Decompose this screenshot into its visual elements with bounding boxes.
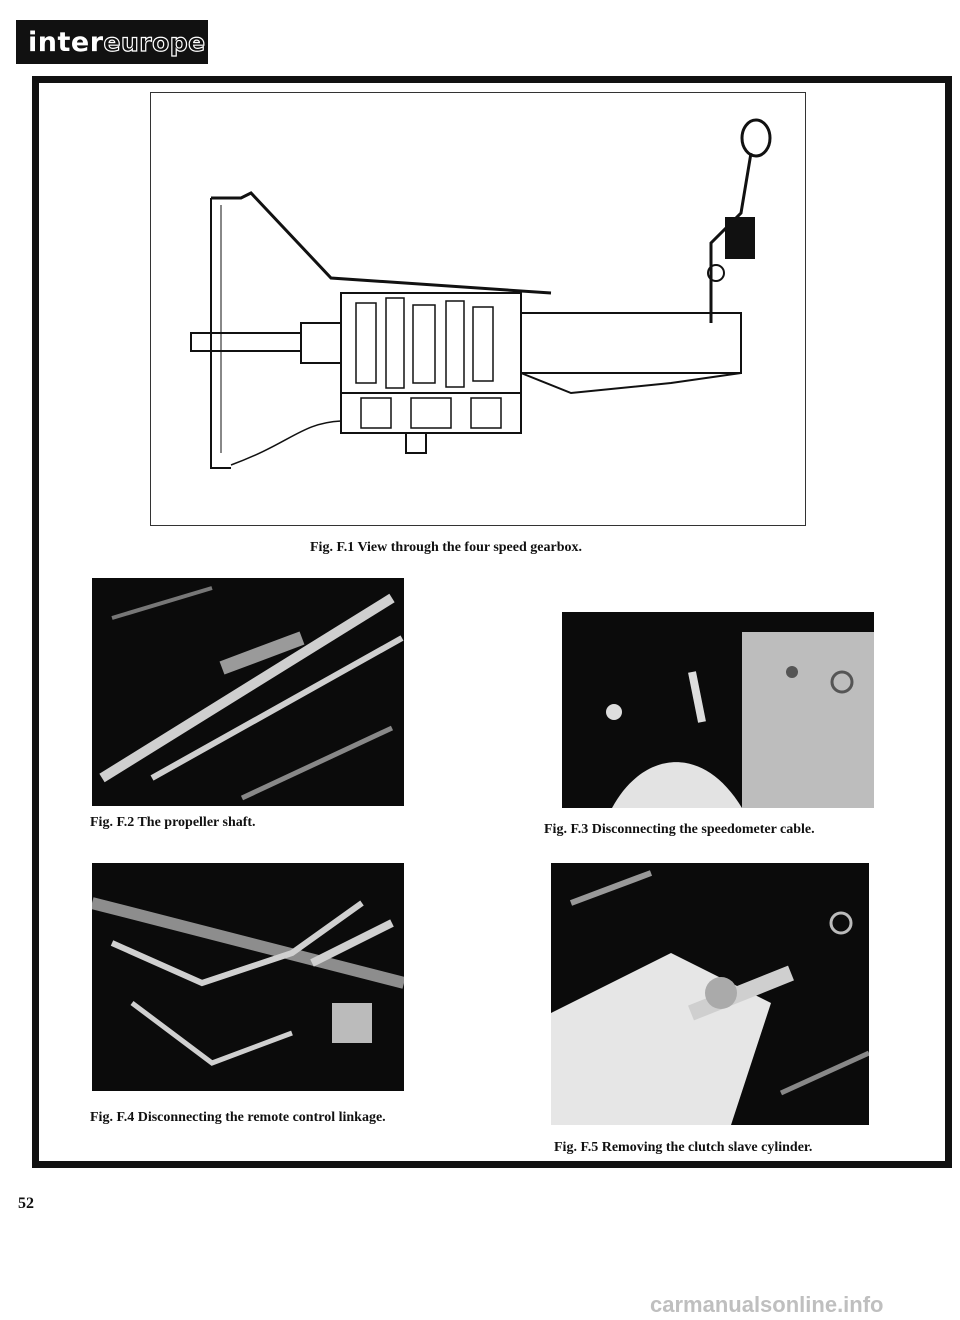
figure-f2-caption: Fig. F.2 The propeller shaft. (90, 815, 256, 830)
figure-f3-photo (562, 612, 874, 808)
watermark: carmanualsonline.info (650, 1292, 884, 1317)
brand-prefix: inter (28, 26, 104, 58)
figure-f3-caption: Fig. F.3 Disconnecting the speedometer c… (544, 822, 815, 837)
speedometer-cable-photo (606, 632, 874, 808)
figure-f4-photo (92, 863, 404, 1091)
remote-control-linkage-photo (92, 897, 404, 1066)
brand-suffix: europe (103, 27, 206, 57)
figure-f1-caption: Fig. F.1 View through the four speed gea… (310, 540, 582, 555)
figure-f1-gearbox-drawing (150, 92, 806, 526)
figure-f5-caption: Fig. F.5 Removing the clutch slave cylin… (554, 1140, 813, 1155)
figure-f4-caption: Fig. F.4 Disconnecting the remote contro… (90, 1110, 386, 1125)
page-number: 52 (18, 1195, 34, 1212)
figure-f5-photo (551, 863, 869, 1125)
propeller-shaft-photo (99, 586, 404, 801)
gearbox-illustration (190, 118, 772, 469)
figure-f2-photo (92, 578, 404, 806)
figure-frame (32, 76, 952, 1168)
clutch-slave-cylinder-photo (551, 870, 869, 1125)
